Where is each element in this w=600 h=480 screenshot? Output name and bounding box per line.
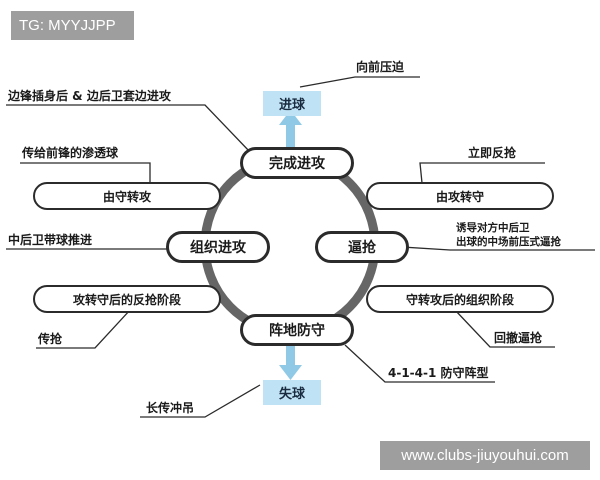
transition-defense-to-attack: 由守转攻	[33, 182, 221, 210]
line-upper-right-note	[419, 162, 545, 184]
watermark-top-left: TG: MYYJJPP	[11, 11, 134, 40]
goal-conceded-box: 失球	[263, 380, 321, 405]
watermark-bottom-right: www.clubs-jiuyouhui.com	[380, 441, 590, 470]
arrow-up-shaft	[286, 123, 295, 151]
football-phase-diagram: 进球 失球 完成进攻 组织进攻 逼抢 阵地防守 由守转攻 由攻转守 攻转守后的反…	[0, 55, 600, 430]
arrow-up-head	[279, 110, 302, 125]
node-build-up: 组织进攻	[166, 231, 270, 263]
transition-build-up-phase: 守转攻后的组织阶段	[366, 285, 554, 313]
note-pass-press: 传抢	[38, 332, 63, 346]
note-immediate-counter-press: 立即反抢	[468, 146, 517, 160]
line-top-left-note	[6, 104, 251, 153]
line-top-note	[299, 76, 420, 88]
line-bottom-right-note	[344, 344, 495, 383]
node-press: 逼抢	[315, 231, 409, 263]
transition-counter-press-phase: 攻转守后的反抢阶段	[33, 285, 221, 313]
note-press-forward: 向前压迫	[356, 60, 405, 74]
transition-attack-to-defense: 由攻转守	[366, 182, 554, 210]
line-upper-left-note	[20, 162, 151, 182]
line-lower-right-note	[454, 309, 555, 348]
note-induce-centre-back: 诱导对方中后卫	[456, 222, 530, 234]
note-midfield-press: 出球的中场前压式逼抢	[456, 236, 561, 248]
arrow-down-shaft	[286, 337, 295, 367]
note-defensive-formation: 4-1-4-1 防守阵型	[388, 366, 489, 380]
line-lower-left-note	[36, 309, 131, 349]
line-bottom-left-note	[140, 384, 261, 418]
note-through-ball: 传给前锋的渗透球	[22, 146, 119, 160]
node-positional-defense: 阵地防守	[240, 314, 354, 346]
note-winger-overlap: 边锋插身后 & 边后卫套边进攻	[8, 89, 171, 103]
note-long-ball: 长传冲吊	[146, 401, 195, 415]
note-centre-back-carry: 中后卫带球推进	[8, 233, 93, 247]
arrow-down-head	[279, 365, 302, 380]
node-attack-complete: 完成进攻	[240, 147, 354, 179]
note-retreat-press: 回撤逼抢	[494, 331, 543, 345]
goal-scored-box: 进球	[263, 91, 321, 116]
